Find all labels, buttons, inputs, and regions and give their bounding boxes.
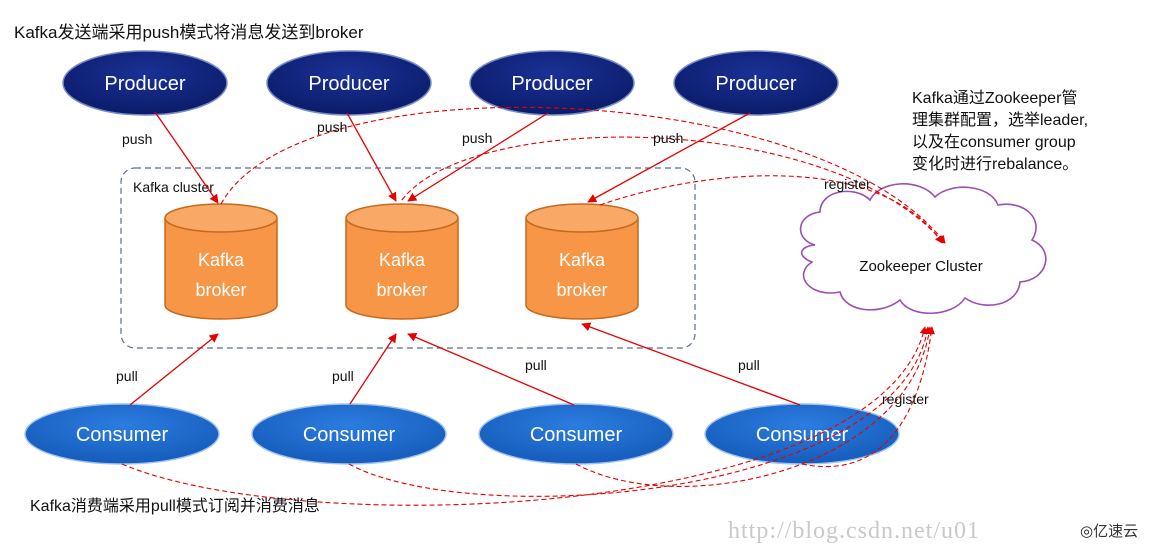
broker-label-line2: broker [195,280,246,300]
consumer-node: Consumer [24,403,220,465]
push-label: push [653,130,683,146]
register-arrow [401,136,945,244]
brand-text: 亿速云 [1093,523,1139,540]
register-arrows-lower [121,326,935,506]
pull-label: pull [116,368,138,384]
consumer-node: Consumer [251,403,447,465]
broker-label-line1: Kafka [559,250,606,270]
register-label: register [882,391,929,407]
register-arrow [121,326,928,506]
register-arrow [348,326,931,497]
register-arrows-upper [220,106,946,244]
broker-label-line2: broker [376,280,427,300]
producer-label: Producer [511,73,592,95]
kafka-broker: Kafka broker [164,203,278,320]
consumer-label: Consumer [530,424,623,446]
pull-label: pull [332,368,354,384]
push-label: push [317,119,347,135]
producer-node: Producer [469,50,635,116]
pull-arrow [129,333,219,406]
pull-label: pull [738,357,760,373]
register-arrow [220,106,946,244]
zookeeper-cluster-label: Zookeeper Cluster [859,258,982,275]
push-arrow [587,112,751,203]
pull-label: pull [525,357,547,373]
zookeeper-note-line: 理集群配置，选举leader, [912,112,1089,129]
zookeeper-note-line: Kafka通过Zookeeper管 [912,90,1078,107]
kafka-broker: Kafka broker [525,203,639,320]
zookeeper-cluster-cloud: Zookeeper Cluster [799,183,1047,315]
kafka-broker: Kafka broker [345,203,459,320]
consumer-label: Consumer [76,424,169,446]
push-arrows [154,111,751,204]
pull-arrow [581,322,801,406]
broker-label-line2: broker [556,280,607,300]
brand-logo-icon: ◎ [1080,523,1094,540]
zookeeper-note-line: 变化时进行rebalance。 [912,156,1079,173]
register-arrow [599,175,943,244]
watermark-url: http://blog.csdn.net/u01 [728,518,980,544]
producer-node: Producer [62,50,228,116]
pull-arrow [407,333,575,406]
kafka-cluster-label: Kafka cluster [133,179,214,195]
push-label: push [462,130,492,146]
register-label: register [824,176,871,192]
push-label: push [122,131,152,147]
producer-label: Producer [715,73,796,95]
push-arrow [154,111,219,204]
producer-label: Producer [308,73,389,95]
consumer-label: Consumer [303,424,396,446]
bottom-caption: Kafka消费端采用pull模式订阅并消费消息 [30,498,320,515]
producer-node: Producer [266,50,432,116]
consumer-label: Consumer [756,424,849,446]
pull-arrow [349,333,397,405]
zookeeper-note: Kafka通过Zookeeper管 理集群配置，选举leader, 以及在con… [912,88,1152,176]
consumer-node: Consumer [478,403,674,465]
kafka-cluster-box [120,167,696,349]
top-caption: Kafka发送端采用push模式将消息发送到broker [14,23,364,42]
register-arrow [575,326,933,487]
producer-label: Producer [104,73,185,95]
broker-label-line1: Kafka [379,250,426,270]
register-arrow [801,326,935,468]
consumer-node: Consumer [704,403,900,465]
producer-node: Producer [673,50,839,116]
push-arrow [407,112,549,202]
pull-arrows [129,322,801,406]
push-arrow [346,112,397,202]
zookeeper-note-line: 以及在consumer group [912,134,1076,151]
brand-mark: ◎亿速云 [1080,520,1138,541]
broker-label-line1: Kafka [198,250,245,270]
